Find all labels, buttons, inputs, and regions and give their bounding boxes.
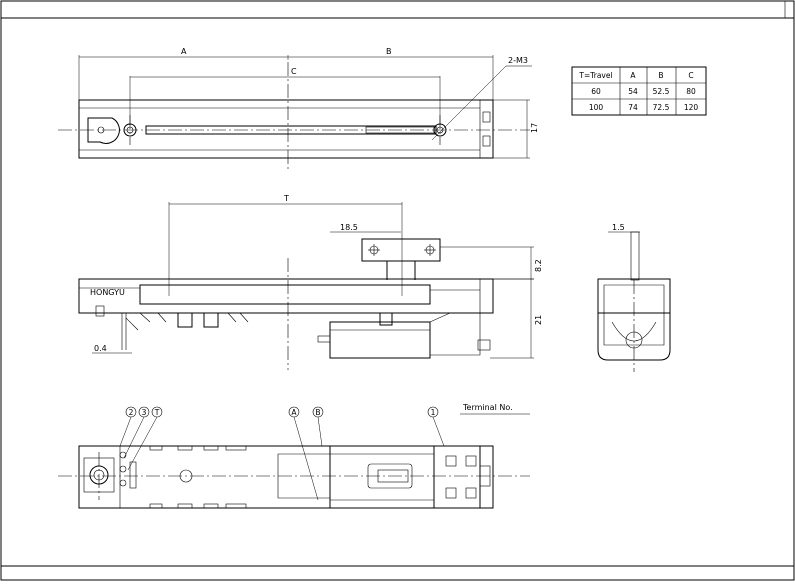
table-cell: 120 [684,103,699,112]
terminal-t-marker: T [154,408,160,417]
m3-leader [431,65,507,141]
table-cell: 60 [591,87,601,96]
terminal-a-marker: A [291,408,297,417]
bottom-body-outline [78,445,494,509]
dim-21-label: 21 [534,315,543,325]
front-view: T 18.5 8.2 HONGYU [78,194,543,370]
dim-8-2-label: 8.2 [534,259,543,272]
dim-0-4-label: 0.4 [94,344,107,353]
travel-table: T=Travel A B C 60 54 52.5 80 100 74 72.5… [571,66,707,116]
knob-tab [87,117,120,144]
front-body-outline [78,278,494,314]
table-header-c: C [688,71,693,80]
dim-c-label: C [291,67,297,76]
table-cell: 54 [628,87,638,96]
table-cell: 72.5 [653,103,670,112]
dim-a-label: A [181,47,187,56]
terminal-3-marker: 3 [142,408,147,417]
side-shaft [630,231,640,281]
terminal-caption: Terminal No. [462,403,513,412]
dim-17-label: 17 [530,123,539,133]
top-view: A B C 2-M3 17 [58,47,539,170]
slider-knob [361,238,441,262]
dim-18-5-label: 18.5 [340,223,358,232]
table-cell: 100 [589,103,604,112]
side-view: 1.5 [597,223,671,372]
dim-b-label: B [386,47,392,56]
terminal-1-marker: 1 [431,408,436,417]
table-header-travel: T=Travel [578,71,612,80]
table-cell: 74 [628,103,638,112]
table-header-b: B [658,71,663,80]
brand-label: HONGYU [90,288,125,297]
dim-travel-label: T [283,194,289,203]
top-body-outline [78,99,494,159]
bottom-view: 2 3 T A B 1 Terminal No. [58,403,530,509]
table-cell: 52.5 [653,87,670,96]
terminal-b-marker: B [315,408,320,417]
dim-1-5-label: 1.5 [612,223,625,232]
mount-holes-label: 2-M3 [508,56,528,65]
terminal-2-marker: 2 [129,408,134,417]
table-cell: 80 [686,87,696,96]
terminal-housing [329,321,431,359]
table-header-a: A [630,71,636,80]
bottom-terminal-housing [329,445,435,509]
